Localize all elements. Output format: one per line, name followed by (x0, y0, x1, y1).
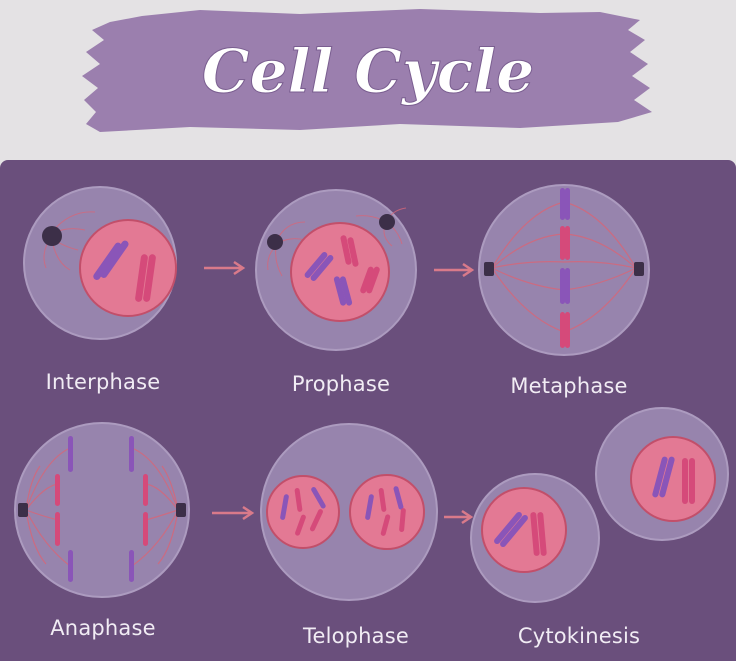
metaphase-centrosomes (484, 262, 644, 276)
anaphase-centrosomes (18, 503, 186, 517)
anaphase-cell (14, 422, 190, 598)
arrow-anaphase-to-telophase (212, 505, 255, 521)
prophase-centrosome-left (267, 234, 283, 250)
telophase-chromosomes-left (280, 487, 326, 536)
interphase-cell (23, 186, 177, 340)
label-cytokinesis: Cytokinesis (517, 624, 641, 648)
prophase-nucleus (290, 222, 390, 322)
metaphase-spindle-fibers (491, 201, 637, 333)
label-anaphase: Anaphase (50, 616, 156, 640)
title-banner-graphic: Cell Cycle (82, 9, 652, 132)
cytokinesis-cell-top (595, 407, 729, 541)
cytokinesis-nucleus-top (630, 436, 716, 522)
cytokinesis-chromosomes-bottom (494, 511, 547, 556)
interphase-nucleus (79, 219, 177, 317)
cytokinesis-cell-bottom (470, 473, 600, 603)
anaphase-chromosomes-left (55, 436, 73, 582)
interphase-chromosomes (93, 240, 156, 302)
cytokinesis-chromosomes-top (652, 456, 695, 504)
label-prophase: Prophase (291, 372, 391, 396)
label-metaphase: Metaphase (510, 374, 628, 398)
label-telophase: Telophase (302, 624, 410, 648)
metaphase-chromosomes (560, 188, 570, 348)
telophase-cell (260, 423, 438, 601)
arrow-prophase-to-metaphase (434, 262, 475, 278)
title-header: Cell Cycle (0, 0, 736, 160)
prophase-centrosome-right (379, 214, 395, 230)
prophase-cell (255, 189, 417, 351)
telophase-chromosomes-right (365, 486, 406, 536)
label-interphase: Interphase (45, 370, 161, 394)
cytokinesis-nucleus-bottom (481, 487, 567, 573)
arrow-telophase-to-cytokinesis (444, 509, 474, 525)
anaphase-chromosomes-right (129, 436, 148, 582)
metaphase-cell (478, 184, 650, 356)
page-title: Cell Cycle (202, 37, 535, 107)
arrow-interphase-to-prophase (204, 260, 246, 276)
interphase-centrosome (42, 226, 62, 246)
prophase-chromosomes (304, 235, 380, 306)
telophase-nucleus-right (349, 474, 425, 550)
title-brush-stroke (82, 9, 652, 132)
telophase-nucleus-left (266, 475, 340, 549)
